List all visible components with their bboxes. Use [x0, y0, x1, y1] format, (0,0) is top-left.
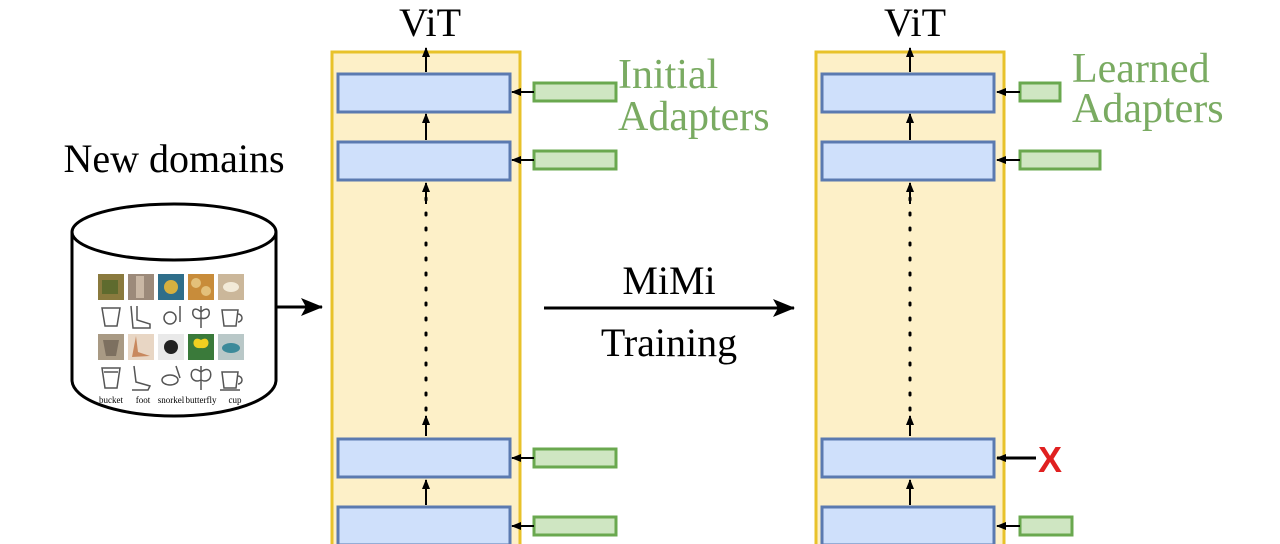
- class-caption-snorkel: snorkel: [158, 395, 185, 405]
- right-vit-title: ViT: [884, 0, 946, 45]
- grid-sketch2-foot: [132, 365, 152, 391]
- class-caption-foot: foot: [136, 395, 151, 405]
- right-block-2: [820, 140, 996, 182]
- grid-sketch2-cup: [220, 371, 243, 391]
- initial-adapters-label-line1: Initial: [618, 52, 718, 98]
- left-adapter-3: [532, 447, 618, 469]
- left-adapter-1: [532, 81, 618, 103]
- removed-adapter-x-icon: X: [1038, 439, 1062, 480]
- training-label-line1: MiMi: [622, 258, 715, 303]
- left-block-1: [336, 72, 512, 114]
- grid-sketch-foot: [130, 305, 151, 329]
- new-domains-dataset: New domains: [63, 136, 323, 418]
- left-block-3: [336, 437, 512, 479]
- class-caption-butterfly: butterfly: [186, 395, 217, 405]
- left-block-4: [336, 505, 512, 544]
- right-block-1: [820, 72, 996, 114]
- right-adapter-1: [1018, 81, 1062, 103]
- grid-photo-butterfly: [188, 274, 214, 300]
- left-block-2: [336, 140, 512, 182]
- left-adapter-2: [532, 149, 618, 171]
- right-adapter-2: [1018, 149, 1102, 171]
- grid-sketch-bucket: [101, 307, 121, 327]
- mimi-training-transition: MiMi Training: [544, 258, 795, 365]
- right-adapter-4: [1018, 515, 1074, 537]
- learned-adapters-label-line1: Learned: [1072, 46, 1210, 92]
- grid-sketch-snorkel: [163, 306, 181, 325]
- left-adapter-4: [532, 515, 618, 537]
- grid-sketch2-snorkel: [161, 365, 181, 386]
- right-vit-stack: ViT X Learned Adapters: [814, 0, 1224, 544]
- domain-image-grid: bucket foot snorkel butterfly cup: [98, 274, 244, 405]
- class-caption-bucket: bucket: [99, 395, 123, 405]
- grid-sketch-butterfly: [192, 306, 210, 328]
- learned-adapters-label-line2: Adapters: [1072, 86, 1224, 132]
- training-label-line2: Training: [601, 320, 737, 365]
- left-vit-title: ViT: [399, 0, 461, 45]
- database-cylinder-top: [70, 202, 278, 262]
- new-domains-title: New domains: [63, 136, 284, 181]
- grid-sketch2-bucket: [101, 367, 121, 389]
- right-block-3: [820, 437, 996, 479]
- initial-adapters-label-line2: Adapters: [618, 94, 770, 140]
- left-vit-stack: ViT Initial Adapters: [330, 0, 770, 544]
- grid-sketch-cup: [221, 309, 243, 327]
- class-caption-cup: cup: [229, 395, 242, 405]
- grid-sketch2-butterfly: [190, 366, 212, 390]
- right-block-4: [820, 505, 996, 544]
